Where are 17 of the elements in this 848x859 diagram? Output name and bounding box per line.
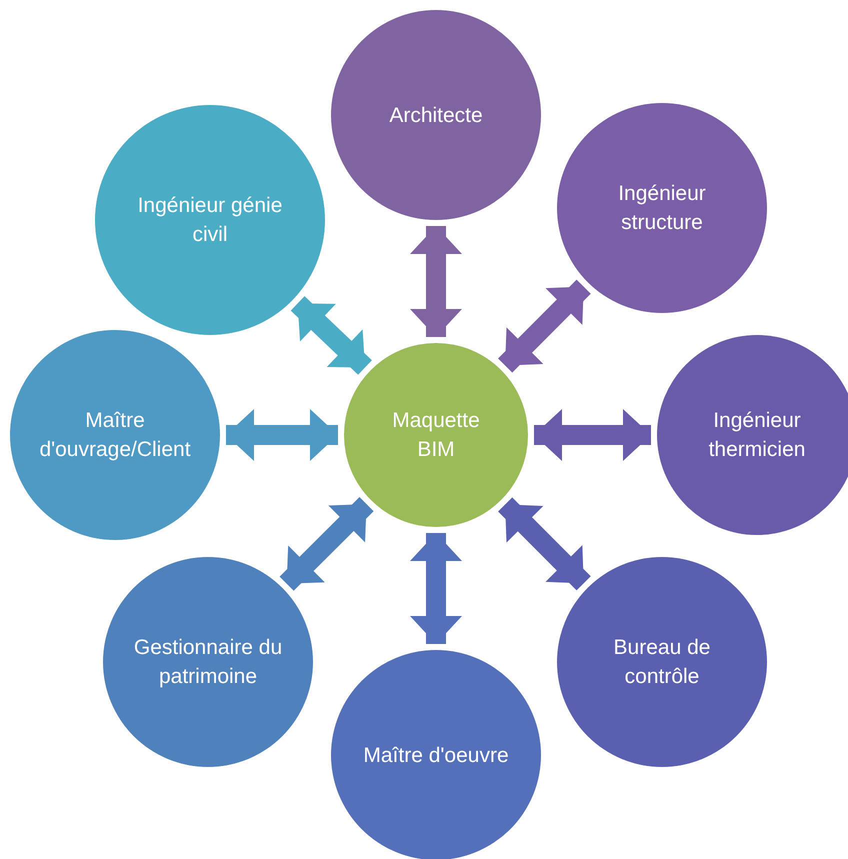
node-label: Ingénieur structure <box>617 181 707 236</box>
double-arrow <box>226 409 338 461</box>
double-arrow <box>290 296 372 375</box>
double-arrow <box>498 280 591 373</box>
node-label: Ingénieur génie civil <box>136 193 284 248</box>
double-arrow <box>410 226 462 337</box>
node-label: Maître d'ouvrage/Client <box>38 408 192 463</box>
node-label: Maquette BIM <box>391 408 481 463</box>
double-arrow <box>280 497 374 591</box>
double-arrow <box>410 533 462 644</box>
node-label: Bureau de contrôle <box>612 635 712 690</box>
node-label: Architecte <box>389 102 483 128</box>
node-label: Ingénieur thermicien <box>708 408 806 463</box>
node-label: Gestionnaire du patrimoine <box>132 635 284 690</box>
double-arrow <box>498 497 591 590</box>
double-arrow <box>534 409 651 461</box>
node-label: Maître d'oeuvre <box>363 742 509 768</box>
